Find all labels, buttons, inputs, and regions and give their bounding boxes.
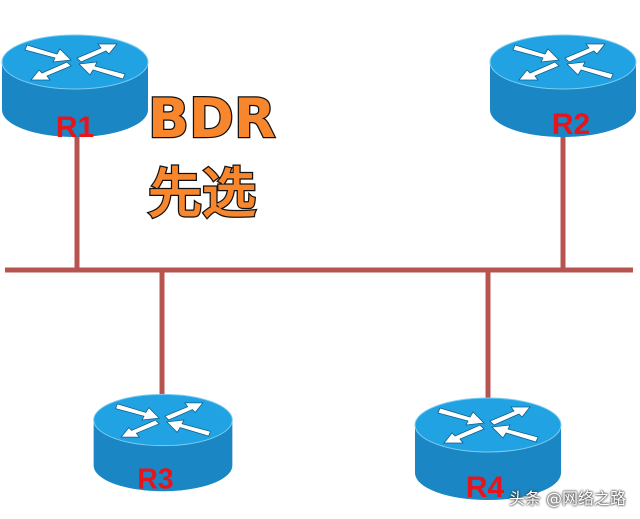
- router-r3[interactable]: R3: [93, 393, 233, 495]
- router-r2[interactable]: R2: [489, 34, 637, 141]
- title-line2: 先选: [148, 162, 256, 225]
- router-r4[interactable]: R4: [414, 397, 562, 504]
- router-label: R1: [56, 111, 94, 144]
- links: [5, 128, 633, 410]
- watermark: 头条 @网络之路: [508, 489, 626, 508]
- router-label: R3: [137, 463, 173, 495]
- router-label: R2: [552, 108, 590, 141]
- title-line1: BDR: [148, 87, 276, 150]
- router-r1[interactable]: R1: [1, 34, 149, 144]
- router-label: R4: [466, 471, 505, 504]
